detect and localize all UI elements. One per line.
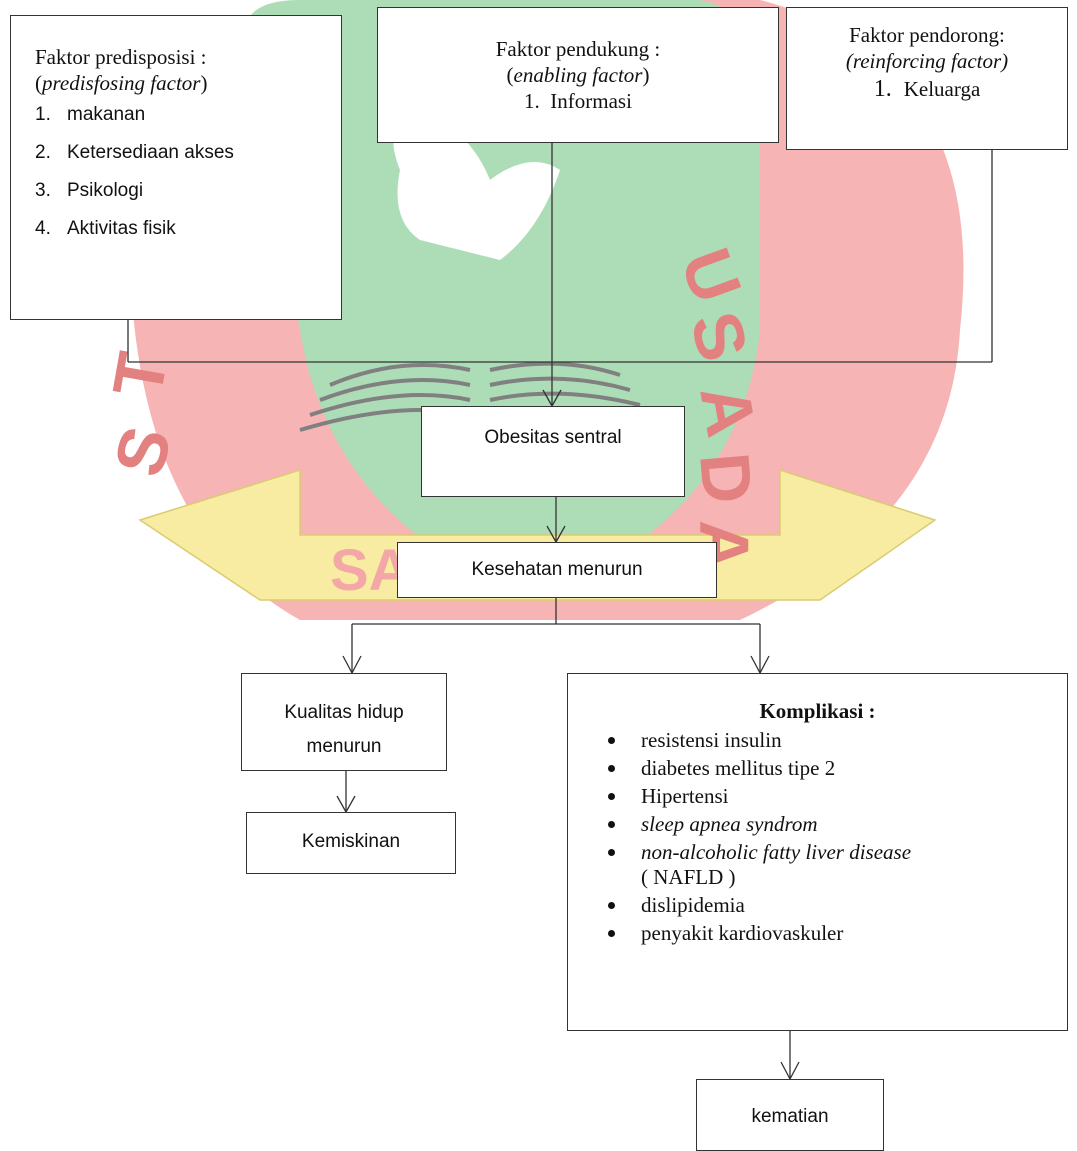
watermark-letter: D xyxy=(685,450,767,507)
reinforcing-subtitle: (reinforcing factor) xyxy=(787,48,1067,74)
poverty-box: Kemiskinan xyxy=(246,812,456,874)
complication-item: resistensi insulin xyxy=(601,728,1067,753)
quality-of-life-line1: Kualitas hidup xyxy=(242,696,446,730)
quality-of-life-box: Kualitas hidup menurun xyxy=(241,673,447,771)
complications-box: Komplikasi : resistensi insulin diabetes… xyxy=(567,673,1068,1031)
enabling-item: 1. Informasi xyxy=(378,88,778,114)
enabling-title: Faktor pendukung : xyxy=(378,36,778,62)
declining-health-box: Kesehatan menurun xyxy=(397,542,717,598)
predisposing-item: 2.Ketersediaan akses xyxy=(35,140,341,178)
declining-health-label: Kesehatan menurun xyxy=(471,559,642,580)
death-box: kematian xyxy=(696,1079,884,1151)
central-obesity-box: Obesitas sentral xyxy=(421,406,685,497)
enabling-subtitle: (enabling factor) xyxy=(378,62,778,88)
poverty-label: Kemiskinan xyxy=(302,831,400,852)
complication-item: dislipidemia xyxy=(601,893,1067,918)
complications-title: Komplikasi : xyxy=(568,698,1067,724)
predisposing-list: 1.makanan 2.Ketersediaan akses 3.Psikolo… xyxy=(35,102,341,254)
reinforcing-factor-box: Faktor pendorong: (reinforcing factor) 1… xyxy=(786,7,1068,150)
quality-of-life-line2: menurun xyxy=(242,730,446,764)
central-obesity-label: Obesitas sentral xyxy=(484,427,621,448)
complication-item: penyakit kardiovaskuler xyxy=(601,921,1067,946)
death-label: kematian xyxy=(751,1106,828,1127)
complication-item: diabetes mellitus tipe 2 xyxy=(601,756,1067,781)
predisposing-item: 1.makanan xyxy=(35,102,341,140)
complications-list: resistensi insulin diabetes mellitus tip… xyxy=(601,728,1067,946)
predisposing-factor-box: Faktor predisposisi : (predisfosing fact… xyxy=(10,15,342,320)
reinforcing-item: 1. Keluarga xyxy=(787,74,1067,104)
predisposing-item: 3.Psikologi xyxy=(35,178,341,216)
reinforcing-title: Faktor pendorong: xyxy=(787,22,1067,48)
predisposing-item: 4.Aktivitas fisik xyxy=(35,216,341,254)
enabling-factor-box: Faktor pendukung : (enabling factor) 1. … xyxy=(377,7,779,143)
predisposing-subtitle: (predisfosing factor) xyxy=(35,70,341,96)
complication-item: sleep apnea syndrom xyxy=(601,812,1067,837)
complication-item: Hipertensi xyxy=(601,784,1067,809)
predisposing-title: Faktor predisposisi : xyxy=(35,44,341,70)
complication-item: non-alcoholic fatty liver disease( NAFLD… xyxy=(601,840,1067,890)
